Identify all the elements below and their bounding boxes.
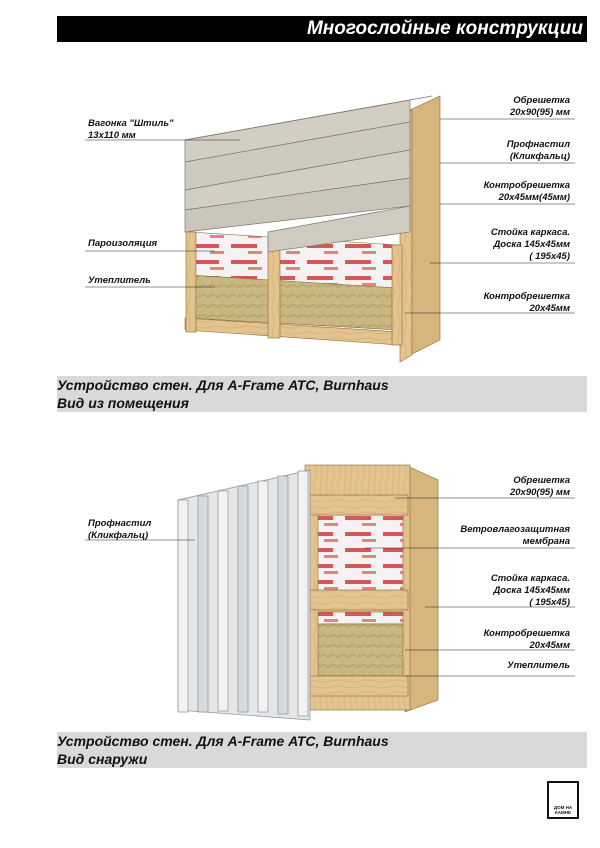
label-insulation: Утеплитель <box>88 275 151 286</box>
page-header: Многослойные конструкции <box>57 16 587 42</box>
wind-membrane <box>317 514 404 596</box>
label-profiled-sheet: Профнастил (Кликфальц) <box>506 139 570 162</box>
frame-side-face <box>409 95 441 356</box>
caption-exterior-line2: Вид снаружи <box>57 751 148 767</box>
label-counter-lathing-2: Контробрешетка 20х45мм <box>483 291 570 314</box>
label-counter-lathing: Контробрешетка 20х45мм(45мм) <box>483 180 570 203</box>
interior-wall-illustration <box>184 95 441 363</box>
caption-interior-line1: Устройство стен. Для A-Frame АТС, Burnha… <box>57 377 389 393</box>
caption-interior-line2: Вид из помещения <box>57 395 189 411</box>
insulation <box>317 623 404 677</box>
label-wind-membrane: Ветровлагозащитная мембрана <box>460 524 570 547</box>
label-vapour-barrier: Пароизоляция <box>88 238 158 249</box>
clapboard-panels <box>184 95 433 253</box>
label-insulation-b: Утеплитель <box>507 660 570 671</box>
label-frame-stud: Стойка каркаса. Доска 145х45мм ( 195х45) <box>490 227 570 262</box>
exterior-wall-illustration <box>177 464 439 721</box>
label-counter-lathing-b: Контробрешетка 20х45мм <box>483 628 570 651</box>
stud <box>185 231 197 333</box>
label-frame-stud-b: Стойка каркаса. Доска 145х45мм ( 195х45) <box>490 573 570 608</box>
stud <box>267 237 281 339</box>
top-leader-lines <box>85 118 575 314</box>
caption-exterior: Устройство стен. Для A-Frame АТС, Burnha… <box>57 732 587 768</box>
counter-batten <box>309 589 409 611</box>
brand-logo: ДОМ НА КАМНЕ <box>547 781 579 819</box>
caption-exterior-line1: Устройство стен. Для A-Frame АТС, Burnha… <box>57 733 389 749</box>
label-clapboard: Вагонка "Штиль" 13х110 мм <box>88 118 174 141</box>
label-profiled-sheet-left: Профнастил (Кликфальц) <box>88 518 152 541</box>
top-batten <box>309 494 409 516</box>
profiled-sheeting <box>177 469 311 721</box>
stud <box>391 244 403 346</box>
bottom-batten <box>309 675 409 697</box>
caption-interior: Устройство стен. Для A-Frame АТС, Burnha… <box>57 376 587 412</box>
bottom-leader-lines <box>85 497 575 677</box>
page-title: Многослойные конструкции <box>306 18 583 39</box>
label-lathing-b: Обрешетка 20х90(95) мм <box>509 475 570 498</box>
label-lathing: Обрешетка 20х90(95) мм <box>509 95 570 118</box>
